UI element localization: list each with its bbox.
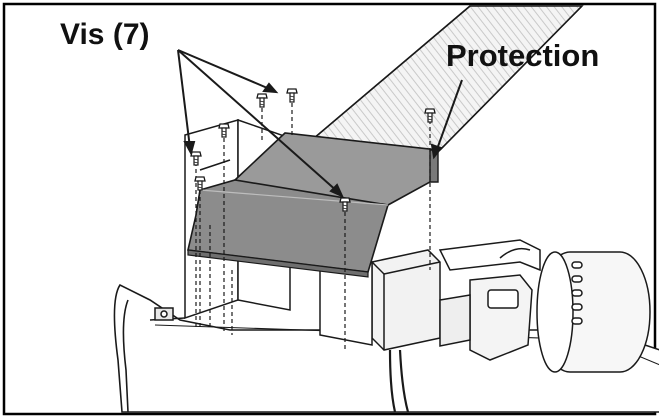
protective-cover bbox=[187, 132, 439, 278]
cover-label: Protection bbox=[446, 38, 600, 73]
screws-label: Vis (7) bbox=[60, 18, 150, 51]
leader-arrows bbox=[177, 49, 463, 199]
